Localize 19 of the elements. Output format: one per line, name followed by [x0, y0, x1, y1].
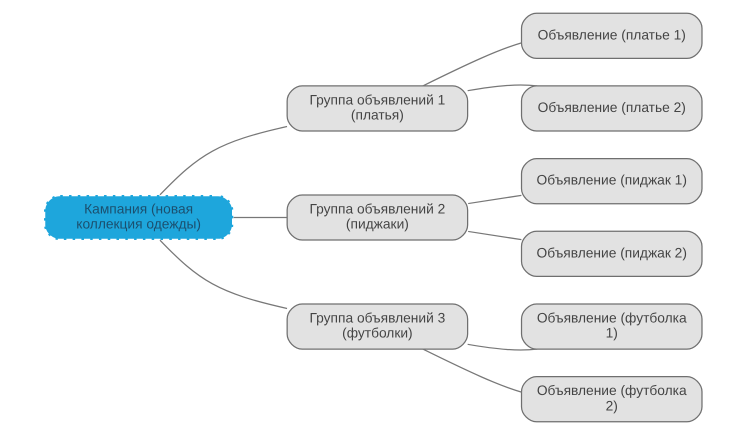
node-box: Объявление (футболка 2): [520, 376, 703, 422]
node-box: Объявление (пиджак 2): [520, 230, 703, 278]
connector: [422, 42, 522, 86]
node-box: Группа объявлений 1 (платья): [286, 85, 468, 132]
connector: [468, 230, 522, 240]
connector: [234, 216, 287, 218]
connector: [468, 194, 522, 204]
node-box: Объявление (футболка 1): [520, 303, 703, 350]
connector: [160, 126, 288, 196]
node-box: Группа объявлений 2 (пиджаки): [286, 194, 468, 241]
connector: [160, 240, 288, 310]
node-box: Объявление (платье 1): [520, 12, 703, 59]
node-box: Объявление (пиджак 1): [520, 158, 703, 204]
node-box: Кампания (новая коллекция одежды): [42, 194, 235, 242]
node-box: Группа объявлений 3 (футболки): [286, 303, 468, 350]
connector: [468, 84, 538, 92]
connector: [468, 344, 538, 351]
connector: [422, 348, 522, 393]
node-box: Объявление (платье 2): [520, 85, 703, 132]
